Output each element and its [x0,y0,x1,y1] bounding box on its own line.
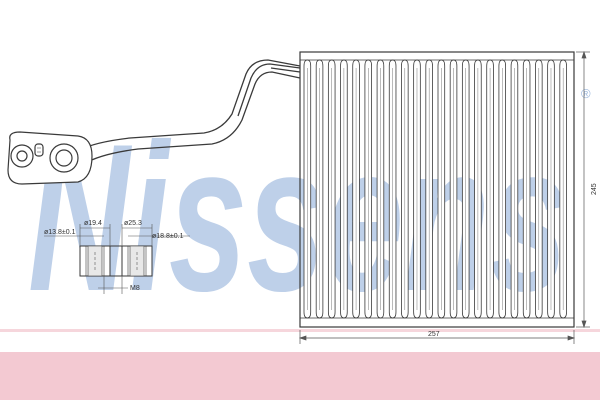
width-label: 257 [428,331,440,338]
width-dimension [298,330,576,344]
port-left-icon [10,144,34,168]
height-dimension [576,50,590,329]
port-right-diameter-label: ø25.3 [124,220,142,227]
height-label: 245 [591,183,598,195]
port-right-bore-label: ø18.8±0.1 [152,233,184,240]
pipe-assembly [79,59,301,165]
footer-band [0,352,600,400]
port-left-bore-label: ø13.8±0.1 [44,229,76,236]
detail-dimension-lines [44,224,190,294]
port-section-detail [79,245,153,277]
registered-mark: ® [581,86,591,101]
thread-label: M8 [130,285,140,292]
pipe-flange [7,131,93,185]
core-outline [299,51,575,328]
port-left-diameter-label: ø19.4 [84,220,102,227]
port-right-icon [49,143,79,173]
